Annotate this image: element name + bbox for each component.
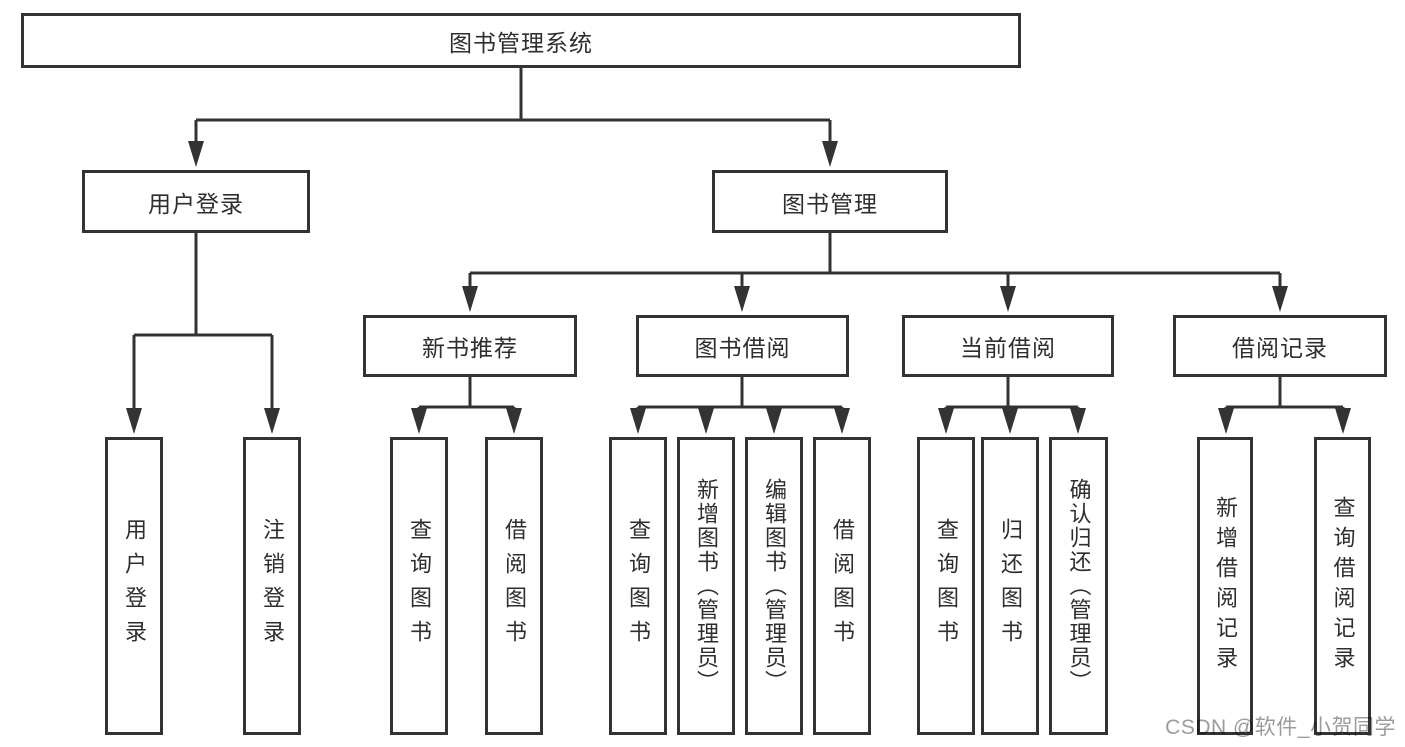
node-new-book-recommend: 新书推荐 (363, 315, 577, 377)
arrowhead-icon (126, 408, 142, 434)
node-label: 新增借阅记录 (1213, 496, 1238, 676)
node-label: 查询图书 (407, 518, 432, 654)
node-label: 查询借阅记录 (1330, 496, 1356, 676)
node-current-borrowing: 当前借阅 (902, 315, 1114, 377)
leaf-borrow-books-recommend: 借阅图书 (485, 437, 543, 735)
leaf-return-book: 归还图书 (981, 437, 1039, 735)
node-label: 图书管理系统 (449, 29, 593, 56)
arrowhead-icon (698, 408, 714, 434)
node-book-borrowing: 图书借阅 (636, 315, 849, 377)
node-label: 确认归还（管理员） (1066, 478, 1092, 694)
leaf-query-books-borrowing: 查询图书 (609, 437, 667, 735)
arrowhead-icon (734, 286, 750, 312)
node-label: 归还图书 (998, 518, 1023, 654)
arrowhead-icon (1218, 408, 1234, 434)
node-label: 用户登录 (122, 518, 147, 654)
leaf-query-books-recommend: 查询图书 (390, 437, 448, 735)
leaf-add-borrow-record: 新增借阅记录 (1197, 437, 1253, 735)
node-borrow-records: 借阅记录 (1173, 315, 1387, 377)
arrowhead-icon (462, 286, 478, 312)
arrowhead-icon (264, 408, 280, 434)
leaf-add-book-admin: 新增图书（管理员） (677, 437, 735, 735)
node-label: 借阅记录 (1232, 335, 1328, 361)
leaf-query-borrow-record: 查询借阅记录 (1314, 437, 1371, 735)
node-label: 查询图书 (934, 518, 959, 654)
arrowhead-icon (834, 408, 850, 434)
leaf-edit-book-admin: 编辑图书（管理员） (745, 437, 803, 735)
node-label: 图书借阅 (694, 335, 791, 361)
leaf-confirm-return-admin: 确认归还（管理员） (1049, 437, 1108, 735)
node-label: 编辑图书（管理员） (762, 478, 787, 694)
node-label: 借阅图书 (830, 518, 855, 654)
arrowhead-icon (766, 408, 782, 434)
node-label: 注销登录 (260, 518, 285, 654)
node-label: 新增图书（管理员） (694, 478, 719, 694)
arrowhead-icon (411, 408, 427, 434)
arrowhead-icon (1002, 408, 1018, 434)
node-label: 当前借阅 (960, 335, 1056, 361)
node-label: 图书管理 (782, 190, 878, 217)
arrowhead-icon (822, 141, 838, 167)
arrowhead-icon (938, 408, 954, 434)
arrowhead-icon (1000, 286, 1016, 312)
arrowhead-icon (1272, 286, 1288, 312)
arrowhead-icon (1335, 408, 1351, 434)
node-user-login: 用户登录 (82, 170, 310, 233)
node-label: 借阅图书 (502, 518, 527, 654)
node-label: 查询图书 (626, 518, 651, 654)
node-label: 新书推荐 (422, 335, 518, 361)
watermark: CSDN @软件_小贺同学 (1165, 716, 1396, 739)
leaf-logout: 注销登录 (243, 437, 301, 735)
arrowhead-icon (630, 408, 646, 434)
leaf-user-login: 用户登录 (105, 437, 163, 735)
node-book-management: 图书管理 (712, 170, 948, 233)
leaf-query-books-current: 查询图书 (917, 437, 975, 735)
node-library-system: 图书管理系统 (21, 13, 1021, 68)
arrowhead-icon (188, 141, 204, 167)
arrowhead-icon (506, 408, 522, 434)
node-label: 用户登录 (148, 190, 244, 217)
arrowhead-icon (1070, 408, 1086, 434)
leaf-borrow-books-borrowing: 借阅图书 (813, 437, 871, 735)
